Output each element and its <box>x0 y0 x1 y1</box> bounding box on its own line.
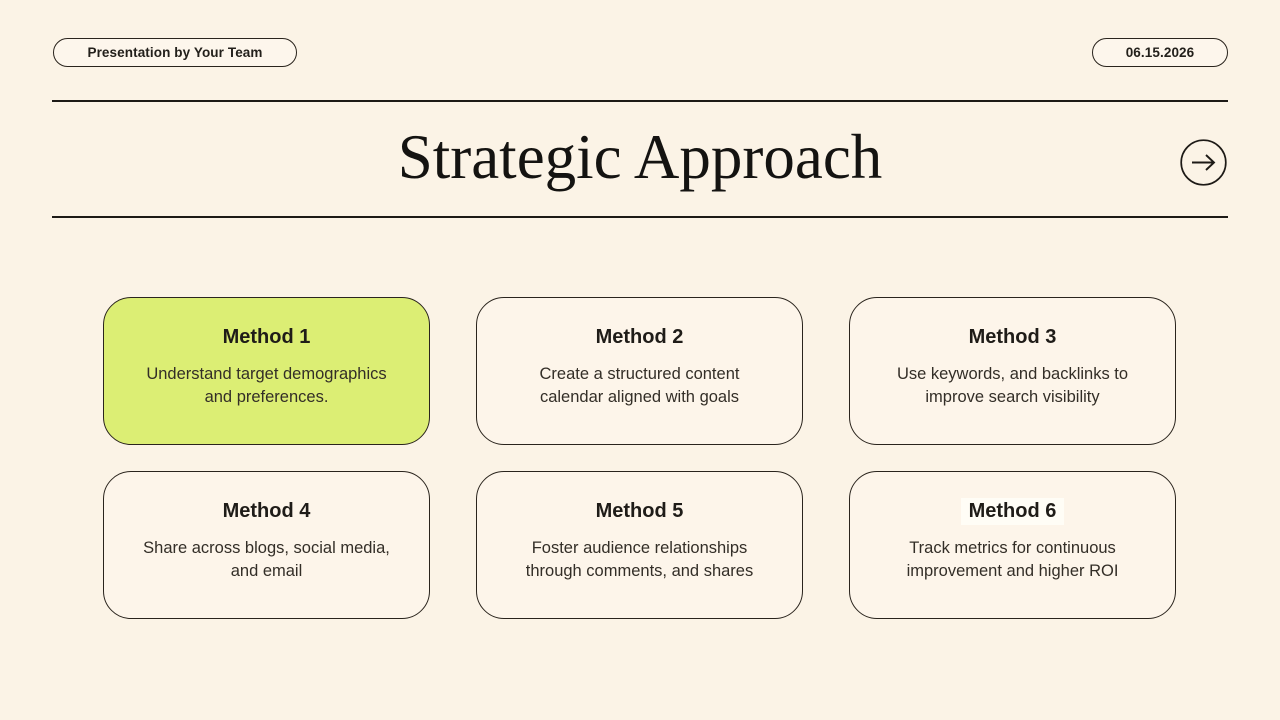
method-4-title: Method 4 <box>222 500 311 522</box>
method-2-card[interactable]: Method 2 Create a structured content cal… <box>476 297 803 445</box>
method-5-card[interactable]: Method 5 Foster audience relationships t… <box>476 471 803 619</box>
method-6-description: Track metrics for continuous improvement… <box>906 539 1119 580</box>
divider-bottom <box>52 216 1228 218</box>
page-title: Strategic Approach <box>397 122 883 192</box>
method-3-title: Method 3 <box>968 326 1057 348</box>
method-6-title: Method 6 <box>960 498 1065 525</box>
method-cards-grid: Method 1 Understand target demographics … <box>103 297 1176 619</box>
method-3-card[interactable]: Method 3 Use keywords, and backlinks to … <box>849 297 1176 445</box>
method-2-title: Method 2 <box>595 326 684 348</box>
method-4-card[interactable]: Method 4 Share across blogs, social medi… <box>103 471 430 619</box>
method-4-description: Share across blogs, social media, and em… <box>143 539 390 580</box>
team-badge: Presentation by Your Team <box>53 38 297 67</box>
next-slide-button[interactable] <box>1180 139 1227 186</box>
method-5-title: Method 5 <box>595 500 684 522</box>
method-1-description: Understand target demographics and prefe… <box>146 365 387 406</box>
method-5-description: Foster audience relationships through co… <box>525 539 754 580</box>
arrow-right-icon <box>1180 139 1227 186</box>
method-1-card[interactable]: Method 1 Understand target demographics … <box>103 297 430 445</box>
method-3-description: Use keywords, and backlinks to improve s… <box>896 365 1129 406</box>
divider-top <box>52 100 1228 102</box>
method-2-description: Create a structured content calendar ali… <box>539 365 740 406</box>
method-1-title: Method 1 <box>222 326 311 348</box>
date-badge: 06.15.2026 <box>1092 38 1228 67</box>
method-6-card[interactable]: Method 6 Track metrics for continuous im… <box>849 471 1176 619</box>
